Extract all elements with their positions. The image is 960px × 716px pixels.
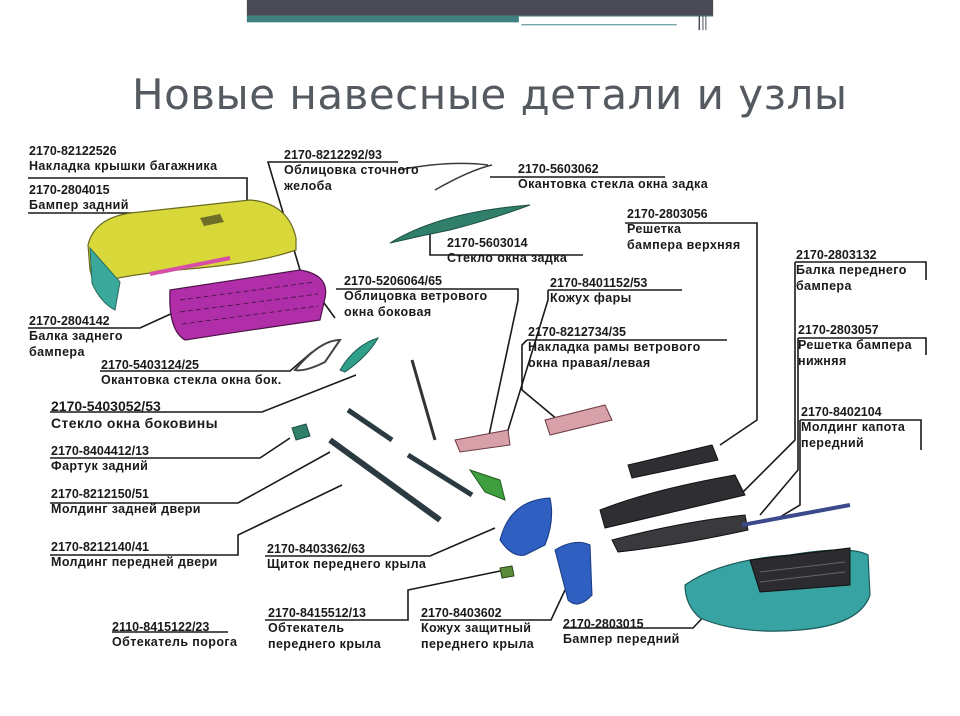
leader-l7 bbox=[795, 261, 927, 280]
leader-l14 bbox=[50, 374, 357, 413]
molding-rear-door bbox=[328, 437, 442, 523]
top-decor-bar bbox=[246, 0, 714, 31]
front-bumper bbox=[684, 547, 871, 632]
leader-l12-b bbox=[759, 338, 799, 516]
molding-front-door bbox=[346, 407, 394, 443]
windshield-trim bbox=[410, 359, 437, 441]
frame-trim-left bbox=[454, 429, 511, 453]
leader-l16 bbox=[50, 437, 291, 459]
leader-l10 bbox=[28, 311, 176, 329]
green-bracket bbox=[468, 469, 506, 501]
hood-molding bbox=[741, 503, 851, 527]
small-bracket bbox=[499, 565, 515, 579]
leader-l6 bbox=[625, 222, 758, 446]
leader-l8 bbox=[336, 288, 519, 441]
rear-glass bbox=[389, 204, 531, 244]
front-bumper-beam bbox=[599, 474, 746, 529]
upper-grille bbox=[627, 444, 719, 479]
leader-l15-b bbox=[774, 420, 801, 521]
leader-l18 bbox=[50, 484, 343, 556]
leader-l7-b bbox=[739, 262, 796, 496]
side-window-glass bbox=[339, 337, 380, 373]
leader-l5 bbox=[429, 233, 583, 256]
leader-l21 bbox=[420, 589, 566, 621]
rear-mudflap bbox=[291, 423, 311, 441]
lower-grille bbox=[611, 514, 749, 553]
rear-bumper bbox=[87, 199, 297, 311]
frame-trim-right bbox=[544, 404, 613, 436]
front-fender-liner bbox=[499, 497, 553, 556]
leader-l20 bbox=[265, 569, 506, 621]
slide-title: Новые навесные детали и узлы bbox=[132, 70, 848, 119]
leader-l19 bbox=[265, 527, 496, 557]
leader-l15 bbox=[800, 419, 922, 450]
rear-bumper-beam bbox=[169, 269, 327, 341]
side-window-trim bbox=[293, 338, 342, 372]
leader-l17 bbox=[50, 451, 331, 504]
leader-l11-b bbox=[521, 339, 559, 421]
molding-long bbox=[406, 452, 474, 498]
leader-lines bbox=[28, 161, 927, 633]
rear-window-trim bbox=[397, 162, 493, 191]
leader-l12 bbox=[798, 337, 927, 355]
leader-l9-b bbox=[504, 290, 549, 441]
protective-cover bbox=[554, 541, 593, 605]
